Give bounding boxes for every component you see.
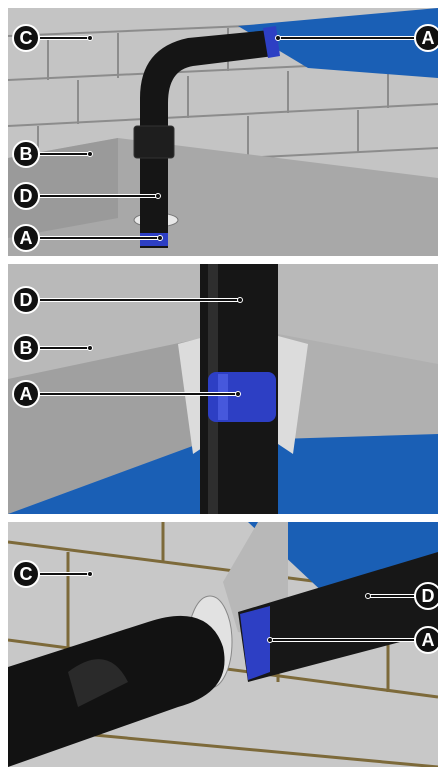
- leader-dot: [267, 637, 273, 643]
- leader-line: [40, 299, 240, 301]
- leader-dot: [275, 35, 281, 41]
- leader-line: [40, 153, 90, 155]
- leader-dot: [87, 345, 93, 351]
- callout-a: A: [414, 626, 438, 654]
- leader-dot: [155, 193, 161, 199]
- leader-dot: [87, 571, 93, 577]
- leader-line: [40, 37, 90, 39]
- leader-dot: [87, 35, 93, 41]
- leader-line: [368, 595, 414, 597]
- callout-c: C: [12, 560, 40, 588]
- callout-d: D: [12, 182, 40, 210]
- leader-line: [40, 393, 238, 395]
- callout-c: C: [12, 24, 40, 52]
- leader-dot: [237, 297, 243, 303]
- pipe-slab-scene: [8, 264, 438, 514]
- leader-dot: [365, 593, 371, 599]
- leader-dot: [87, 151, 93, 157]
- leader-dot: [157, 235, 163, 241]
- callout-b: B: [12, 334, 40, 362]
- leader-line: [40, 573, 90, 575]
- callout-a: A: [12, 380, 40, 408]
- callout-d: D: [414, 582, 438, 610]
- callout-a: A: [12, 224, 40, 252]
- pipe-elbow-scene: [8, 8, 438, 256]
- leader-dot: [235, 391, 241, 397]
- leader-line: [40, 195, 158, 197]
- pipe-coupler: [134, 126, 174, 158]
- leader-line: [40, 347, 90, 349]
- leader-line: [40, 237, 160, 239]
- callout-a: A: [414, 24, 438, 52]
- callout-b: B: [12, 140, 40, 168]
- seal-band-lower: [140, 233, 168, 246]
- leader-line: [278, 37, 414, 39]
- leader-line: [270, 639, 414, 641]
- callout-d: D: [12, 286, 40, 314]
- pipe-wall-scene: [8, 522, 438, 767]
